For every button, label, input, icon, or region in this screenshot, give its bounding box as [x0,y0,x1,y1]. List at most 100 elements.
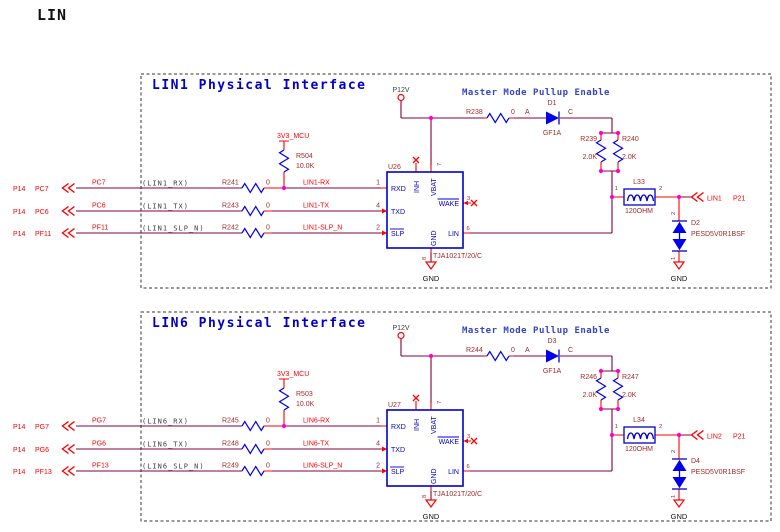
tvs-diode-up-icon [672,221,687,233]
net-label: PF11 [92,225,108,232]
power-net-label: P12V [392,325,409,332]
resistor-value: 2.0K [583,154,598,161]
resistor-ref: R242 [222,225,239,232]
block-title: LIN6 Physical Interface [152,316,367,331]
tvs-pin-top: 2 [671,212,677,215]
tvs-part-label: PESD5V0R1BSF [691,469,745,476]
ic-pin-name-wake: WAKE [439,439,460,446]
block-note: Master Mode Pullup Enable [462,88,610,98]
ic-pin-name-slp: SLP [391,231,405,238]
port-pin-label: PG6 [35,447,49,454]
inductor-pin2: 2 [659,424,662,430]
net-label: PF13 [92,463,109,470]
ic-pin-name-rxd: RXD [391,424,406,431]
port-pin-label: PC7 [35,186,49,193]
net-label: PC7 [92,180,106,187]
port-label: P14 [13,469,26,476]
ic-pin-name-gnd: GND [431,230,438,246]
signal-name-label: (LIN6_TX) [142,441,189,449]
block-lin1: LIN1 Physical Interface Master Mode Pull… [13,73,772,289]
resistor-ref: R243 [222,203,239,210]
tvs-diode: 2 D4 PESD5V0R1BSF 1 GND [671,450,745,521]
inductor-ref: L34 [633,417,645,424]
power-flag-icon [397,331,405,340]
tvs-diode-down-icon [672,239,687,251]
diode-anode-label: A [525,347,530,354]
ic-pin-number: 3 [467,196,470,202]
tvs-part-label: PESD5V0R1BSF [691,231,745,238]
port-pin-label: PG7 [35,424,49,431]
signal-name-label: (LIN1_RX) [142,180,189,188]
ic-pin-name-rxd: RXD [391,186,406,193]
resistor-ref: R239 [580,136,597,143]
inductor: L33 1 2 120OHM [615,179,662,215]
lin-transceiver-ic: U26 RXD TXD SLP INH VBAT 7 WAKE 3 LIN 6 … [386,156,482,283]
resistor-ref: R240 [622,136,639,143]
ic-pin-number: 3 [467,434,470,440]
resistor-value: 2.0K [622,392,637,399]
ic-pin-number: 7 [437,401,443,404]
ic-pin-name-vbat: VBAT [431,178,438,196]
inductor-pin1: 1 [615,186,618,192]
wires [76,101,691,262]
block-title: LIN1 Physical Interface [152,78,367,93]
ic-pin-number: 6 [467,464,470,470]
ic-pin-name-lin: LIN [448,469,459,476]
ground-label: GND [671,512,688,521]
ic-pin-name-lin: LIN [448,231,459,238]
pullup-supply-label: 3V3_MCU [277,371,309,378]
net-alias-label: LIN6-TX [303,441,329,448]
ic-pin-number: 2 [376,225,380,232]
ic-body [386,171,464,249]
signal-row-slp: P14 PF13 PF13 (LIN6_SLP_N) R249 0 LIN6-S… [13,463,387,477]
ic-pin-name-inh: INH [414,419,421,431]
diode-part-label: GF1A [543,368,562,375]
signal-name-label: (LIN1_TX) [142,203,189,211]
resistor-ref: R245 [222,418,239,425]
inductor-value: 120OHM [625,208,653,215]
port-pin-label: PC6 [35,209,49,216]
ic-pin-name-txd: TXD [391,447,405,454]
resistor-ref: R244 [466,347,483,354]
ic-pin-name-vbat: VBAT [431,416,438,434]
resistor-value: 0 [266,180,270,187]
pullup-resistor-pair: R239 2.0K R240 2.0K [580,136,639,163]
port-label: P14 [13,424,26,431]
diode-icon [546,349,559,363]
pullup-resistor-pair: R246 2.0K R247 2.0K [580,374,639,401]
resistor-ref: R241 [222,180,239,187]
inductor-body [623,426,656,444]
pin-arrow-icon [382,208,387,214]
power-net-label: P12V [392,87,409,94]
resistor-ref: R238 [466,109,483,116]
diode-master-enable: A D3 C GF1A [525,338,573,375]
signal-row-slp: P14 PF11 PF11 (LIN1_SLP_N) R242 0 LIN1-S… [13,225,387,239]
inductor-coil-icon [626,194,655,202]
resistor-value: 0 [266,203,270,210]
inductor-pin2: 2 [659,186,662,192]
ic-pin-number: 8 [422,495,428,498]
output-port-label: P21 [733,196,746,203]
port-pin-label: PF11 [35,231,51,238]
inductor-body [623,188,656,206]
ground-label: GND [423,274,440,283]
tvs-pin-bottom: 1 [671,495,677,498]
tvs-pin-top: 2 [671,450,677,453]
pin-arrow-icon [382,446,387,452]
port-label: P14 [13,447,26,454]
ic-pin-name-slp: SLP [391,469,405,476]
pin-arrow-icon [382,230,387,236]
net-label: PG7 [92,418,106,425]
ic-body [386,409,464,487]
resistor-value: 0 [511,347,515,354]
ic-ref: U27 [388,402,401,409]
diode-cathode-label: C [568,109,573,116]
ic-part-label: TJA1021T/20/C [433,253,482,260]
resistor-value: 2.0K [622,154,637,161]
ground-label: GND [423,512,440,521]
resistor-value: 0 [266,463,270,470]
inductor-ref: L33 [633,179,645,186]
diode-master-enable: A D1 C GF1A [525,100,573,137]
resistor-ref: R247 [622,374,639,381]
